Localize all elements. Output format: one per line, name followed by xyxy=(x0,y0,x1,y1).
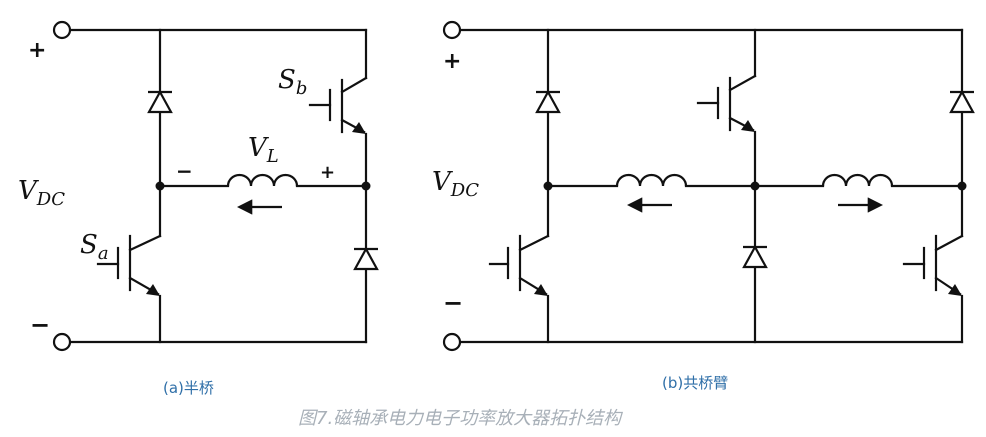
caption-a: (a)半桥 xyxy=(163,379,214,397)
vl-label: VL xyxy=(248,133,279,167)
minus-label-a: − xyxy=(30,311,50,339)
node-b-left xyxy=(543,181,553,191)
sa-label: Sa xyxy=(80,230,109,264)
inductor-b-left xyxy=(615,173,688,188)
node-b-right xyxy=(957,181,967,191)
diode-upper-right-b xyxy=(948,90,976,114)
node-left xyxy=(155,181,165,191)
terminal-minus-a xyxy=(52,332,72,352)
terminal-plus-b xyxy=(442,20,462,40)
shared-arm-circuit: + − VDC (b)共桥臂 xyxy=(432,20,976,392)
figure-caption: 图7.磁轴承电力电子功率放大器拓扑结构 xyxy=(298,408,623,429)
plus-label-b: + xyxy=(443,49,461,74)
diode-lower-middle-b xyxy=(741,245,769,269)
half-bridge-circuit: + − VDC Sa Sb VL − + (a)半桥 xyxy=(18,20,380,397)
inductor-b-right xyxy=(821,173,894,188)
diode-upper-left xyxy=(146,90,174,114)
transistor-sb xyxy=(308,28,368,344)
minus-label-b: − xyxy=(443,289,463,317)
transistor-sa xyxy=(96,234,162,344)
diode-lower-right xyxy=(352,247,380,271)
vdc-label-b: VDC xyxy=(432,167,479,201)
diode-upper-left-b xyxy=(534,90,562,114)
node-b-middle xyxy=(750,181,760,191)
sb-label: Sb xyxy=(278,65,307,99)
vl-minus-label: − xyxy=(176,159,193,183)
node-right xyxy=(361,181,371,191)
vl-plus-label: + xyxy=(320,162,335,183)
transistor-upper-middle-b xyxy=(696,28,757,344)
terminal-minus-b xyxy=(442,332,462,352)
plus-label-a: + xyxy=(28,38,46,63)
terminal-plus-a xyxy=(52,20,72,40)
transistor-lower-left-b xyxy=(488,234,550,344)
vdc-label-a: VDC xyxy=(18,176,65,210)
caption-b: (b)共桥臂 xyxy=(662,374,728,392)
inductor-a xyxy=(226,173,299,188)
transistor-lower-right-b xyxy=(902,234,964,344)
